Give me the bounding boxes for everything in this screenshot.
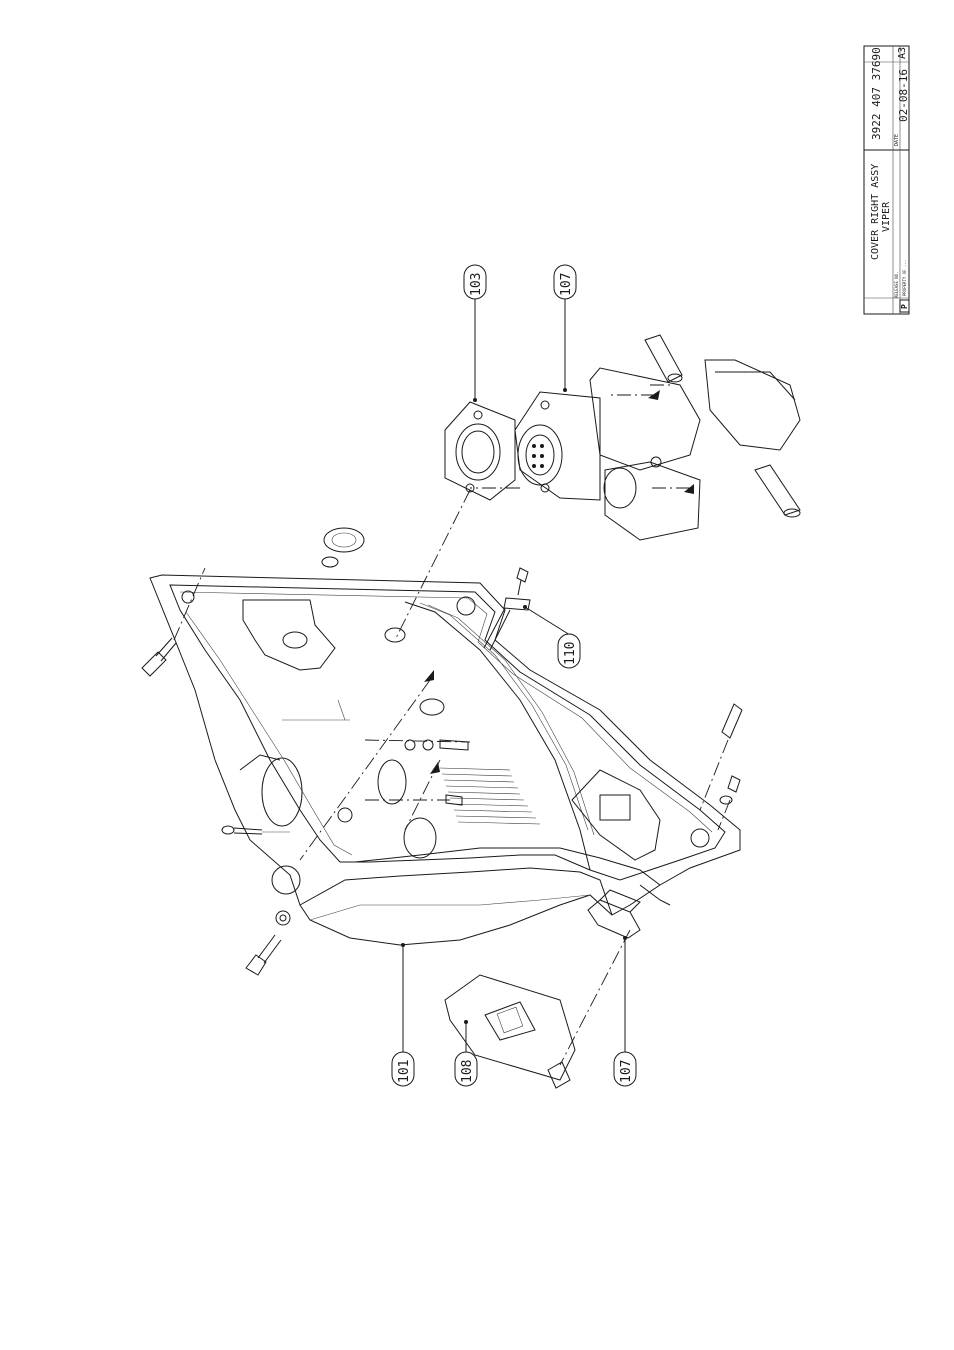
callout-107-bottom-label: 107 <box>619 1060 634 1083</box>
part-107-connector <box>514 359 801 541</box>
sheet-size: A3 <box>897 47 908 59</box>
pin-lower <box>754 464 801 518</box>
title-line-1: COVER RIGHT ASSY <box>870 164 881 260</box>
cover-housing <box>149 574 741 946</box>
release-note: RELEASE NO. <box>894 272 899 299</box>
screw-top-left <box>141 567 206 677</box>
screw-left-middle <box>221 825 290 835</box>
screw-bottom-left <box>245 910 291 976</box>
callout-108: 108 <box>454 1051 478 1087</box>
date-value: 02-08-16 <box>897 69 910 122</box>
drawing-number: 3922 407 37690 <box>870 47 883 140</box>
callout-101: 101 <box>391 1051 415 1087</box>
callout-110: 110 <box>557 633 581 669</box>
logo-mark: P <box>900 304 909 309</box>
screw-right-top <box>483 567 531 651</box>
callout-107-top: 107 <box>553 264 577 300</box>
callout-107-top-label: 107 <box>559 273 574 296</box>
callout-103-label: 103 <box>469 273 484 296</box>
part-107-clip <box>587 889 641 939</box>
pin-upper <box>644 334 683 386</box>
date-label: DATE <box>894 134 900 146</box>
title-line-2: VIPER <box>881 201 892 232</box>
callout-107-bottom: 107 <box>613 1051 637 1087</box>
callout-110-label: 110 <box>563 642 578 665</box>
callout-103: 103 <box>463 264 487 300</box>
callout-108-label: 108 <box>460 1060 475 1083</box>
assembly-lines <box>282 390 694 1066</box>
gasket-disc <box>321 527 365 568</box>
part-108-cover-plate <box>444 974 576 1089</box>
title-block: P COVER RIGHT ASSY VIPER 3922 407 37690 … <box>863 45 910 315</box>
property-note: PROPERTY OF ... <box>902 260 907 296</box>
leader-lines <box>401 298 627 1052</box>
screw-right-bottom <box>699 703 743 831</box>
callout-101-label: 101 <box>397 1060 412 1083</box>
part-103-flange <box>444 401 516 501</box>
